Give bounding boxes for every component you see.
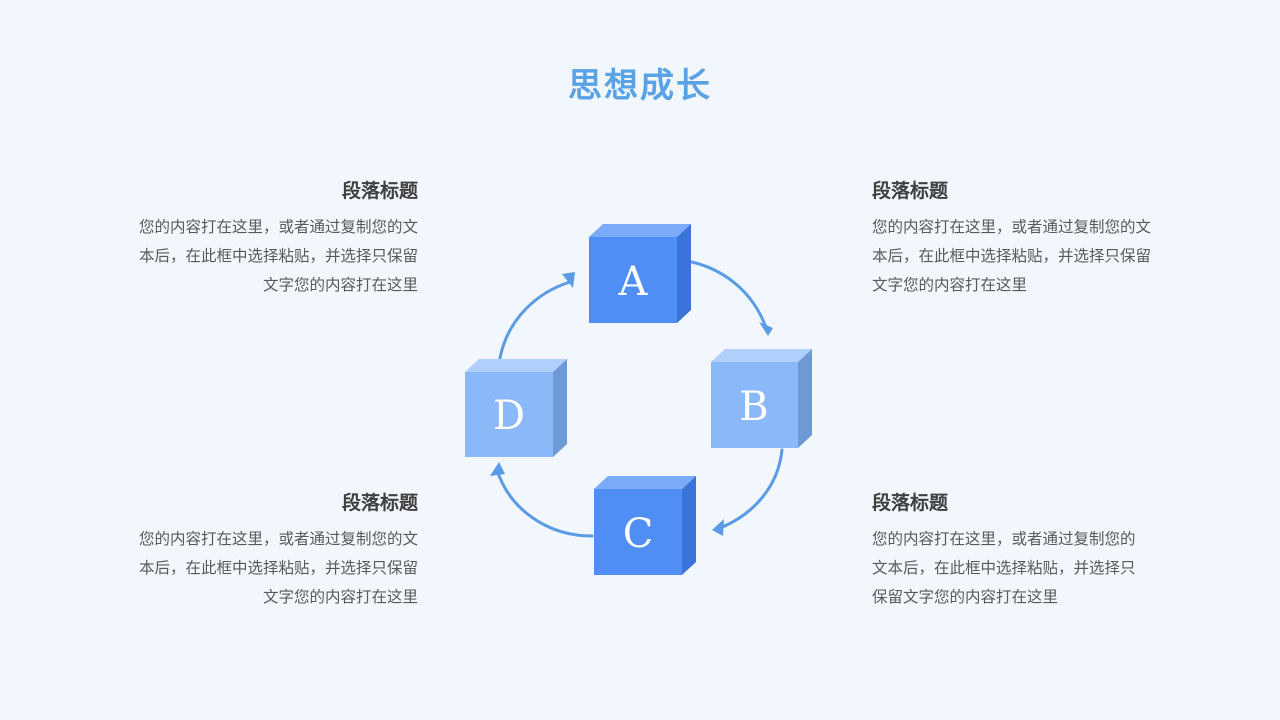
cycle-arrows	[495, 260, 784, 538]
cube-label: A	[618, 259, 649, 305]
body-line: 本后，在此框中选择粘贴，并选择只保留	[872, 247, 1152, 265]
body-line: 本后，在此框中选择粘贴，并选择只保留	[138, 559, 418, 577]
body-line: 文字您的内容打在这里	[262, 588, 418, 606]
body-line: 您的内容打在这里，或者通过复制您的	[872, 530, 1136, 548]
text-block-top-left: 段落标题 您的内容打在这里，或者通过复制您的文 本后，在此框中选择粘贴，并选择只…	[128, 176, 418, 300]
text-block-bottom-right: 段落标题 您的内容打在这里，或者通过复制您的 文本后，在此框中选择粘贴，并选择只…	[872, 488, 1162, 612]
cube-label: D	[493, 393, 525, 439]
arrow-c-to-d	[495, 468, 594, 538]
arrow-d-to-a	[498, 280, 572, 360]
cube-c: C	[594, 476, 696, 575]
text-block-top-right: 段落标题 您的内容打在这里，或者通过复制您的文 本后，在此框中选择粘贴，并选择只…	[872, 176, 1162, 300]
block-heading: 段落标题	[872, 492, 949, 514]
page-title: 思想成长	[568, 66, 712, 106]
text-block-bottom-left: 段落标题 您的内容打在这里，或者通过复制您的文 本后，在此框中选择粘贴，并选择只…	[128, 488, 418, 612]
arrow-a-to-b	[690, 260, 767, 327]
arrowhead-icon	[490, 462, 505, 476]
body-line: 本后，在此框中选择粘贴，并选择只保留	[138, 247, 418, 265]
body-line: 您的内容打在这里，或者通过复制您的文	[138, 218, 418, 236]
body-line: 保留文字您的内容打在这里	[872, 588, 1059, 606]
arrow-b-to-c	[718, 448, 784, 530]
block-body: 您的内容打在这里，或者通过复制您的文 本后，在此框中选择粘贴，并选择只保留 文字…	[872, 213, 1162, 300]
block-heading: 段落标题	[872, 180, 949, 202]
block-body: 您的内容打在这里，或者通过复制您的 文本后，在此框中选择粘贴，并选择只 保留文字…	[872, 525, 1162, 612]
body-line: 文字您的内容打在这里	[262, 276, 418, 294]
cube-d: D	[465, 359, 567, 457]
cube-label: C	[623, 511, 654, 557]
arrowhead-icon	[562, 272, 575, 288]
cube-label: B	[739, 384, 768, 430]
cube-a: A	[589, 224, 691, 323]
body-line: 文本后，在此框中选择粘贴，并选择只	[872, 559, 1136, 577]
arrowhead-icon	[712, 519, 724, 536]
block-heading: 段落标题	[341, 180, 418, 202]
body-line: 文字您的内容打在这里	[872, 276, 1028, 294]
block-heading: 段落标题	[341, 492, 418, 514]
block-body: 您的内容打在这里，或者通过复制您的文 本后，在此框中选择粘贴，并选择只保留 文字…	[128, 213, 418, 300]
body-line: 您的内容打在这里，或者通过复制您的文	[138, 530, 418, 548]
arrowhead-icon	[759, 322, 773, 336]
cube-b: B	[711, 349, 812, 448]
body-line: 您的内容打在这里，或者通过复制您的文	[872, 218, 1152, 236]
arrowheads	[490, 272, 773, 536]
block-body: 您的内容打在这里，或者通过复制您的文 本后，在此框中选择粘贴，并选择只保留 文字…	[128, 525, 418, 612]
